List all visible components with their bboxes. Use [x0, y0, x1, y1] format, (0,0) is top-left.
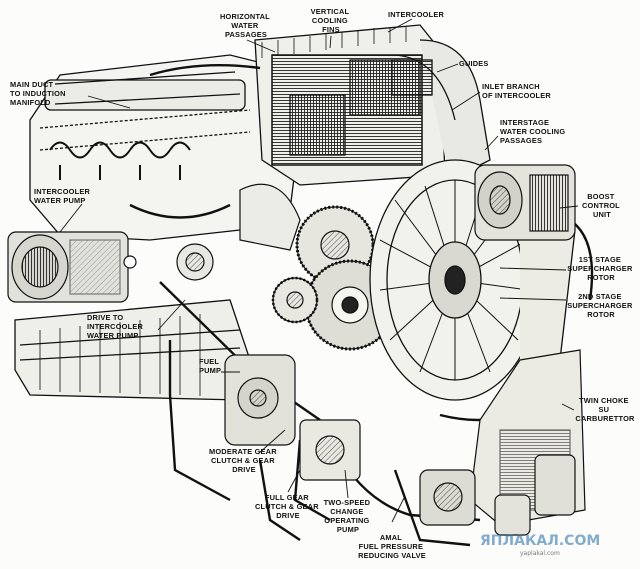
- intercooler-water-pump: [7, 231, 214, 303]
- label-full-gear: FULL GEAR CLUTCH & GEAR DRIVE: [255, 493, 321, 520]
- gear-train: [239, 183, 396, 351]
- label-drive-to-pump: DRIVE TO INTERCOOLER WATER PUMP: [87, 313, 145, 340]
- label-first-stage-rotor: 1st STAGE SUPERCHARGER ROTOR: [567, 255, 635, 282]
- label-second-stage-rotor: 2nd STAGE SUPERCHARGER ROTOR: [567, 292, 635, 319]
- watermark-subtext: yaplakal.com: [520, 550, 560, 557]
- label-main-duct: MAIN DUCT TO INDUCTION MANIFOLD: [10, 80, 68, 107]
- labels: HORIZONTAL WATER PASSAGES VERTICAL COOLI…: [10, 7, 635, 560]
- label-vertical-cooling-fins: VERTICAL COOLING FINS: [311, 7, 352, 34]
- label-interstage-passages: INTERSTAGE WATER COOLING PASSAGES: [500, 118, 568, 145]
- label-moderate-gear: MODERATE GEAR CLUTCH & GEAR DRIVE: [209, 447, 279, 474]
- label-inlet-branch: INLET BRANCH OF INTERCOOLER: [482, 82, 551, 100]
- watermark: ЯПЛАКАЛ.COM yaplakal.com: [480, 533, 600, 557]
- label-fuel-pump: FUEL PUMP: [199, 357, 221, 375]
- label-intercooler: INTERCOOLER: [388, 10, 444, 19]
- label-twin-choke: TWIN CHOKE SU CARBURETTOR: [575, 396, 635, 423]
- label-amal-valve: AMAL FUEL PRESSURE REDUCING VALVE: [358, 533, 426, 560]
- boost-control-unit: [474, 164, 576, 241]
- fuel-pump: [224, 354, 361, 481]
- label-guides: GUIDES: [459, 59, 489, 68]
- intercooler: [254, 24, 491, 186]
- engine-block: [14, 54, 301, 401]
- label-intercooler-water-pump: INTERCOOLER WATER PUMP: [34, 187, 92, 205]
- label-boost-control-unit: BOOST CONTROL UNIT: [582, 192, 622, 219]
- label-two-speed: TWO-SPEED CHANGE OPERATING PUMP: [324, 498, 373, 534]
- carburettor: [419, 349, 586, 536]
- label-horizontal-water-passages: HORIZONTAL WATER PASSAGES: [220, 12, 272, 39]
- watermark-text: ЯПЛАКАЛ.COM: [480, 533, 600, 549]
- leader-lines: [59, 18, 579, 523]
